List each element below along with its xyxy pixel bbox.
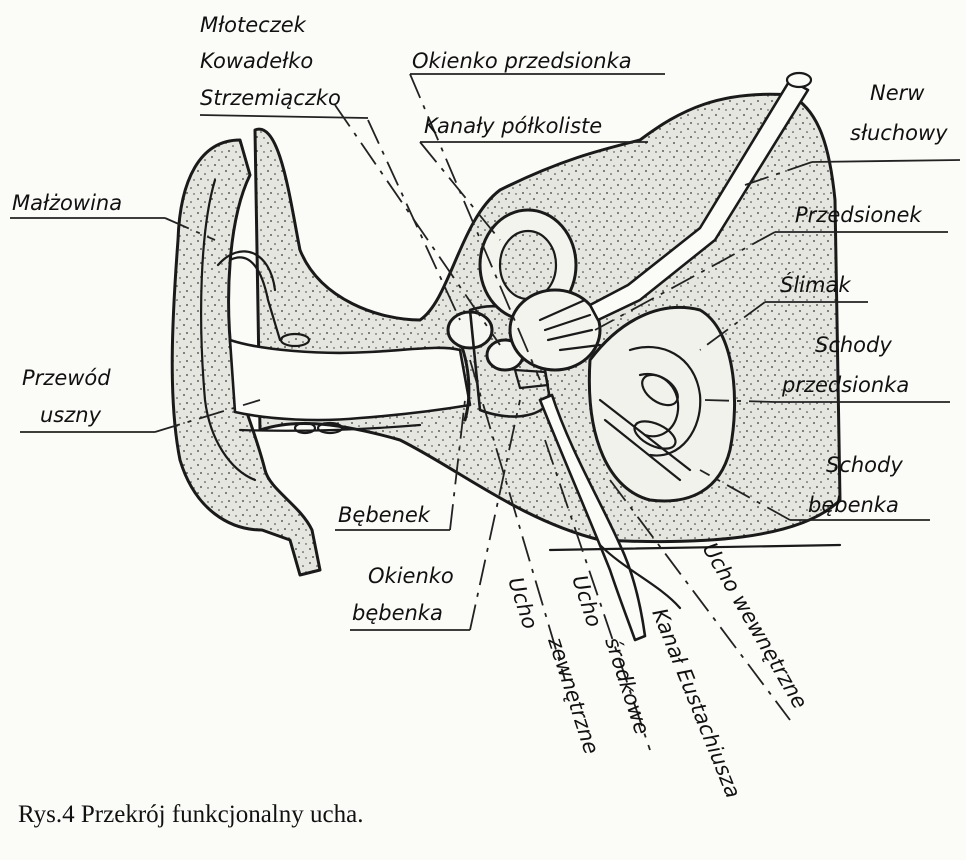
label-kanal-eustachiusza: Kanał Eustachiusza xyxy=(647,605,745,801)
label-okienko-bebenka-1: Okienko xyxy=(368,564,454,588)
label-malzowina: Małżowina xyxy=(12,191,122,215)
label-ucho-srodkowe-2: środkowe xyxy=(600,634,654,737)
label-ucho-wewnetrzne: Ucho wewnętrzne xyxy=(698,539,812,713)
label-przedsionek: Przedsionek xyxy=(795,203,922,227)
label-schody-przedsionka-2: przedsionka xyxy=(781,373,909,397)
label-schody-przedsionka-1: Schody xyxy=(815,333,892,357)
label-bebenek: Bębenek xyxy=(338,503,431,527)
inner-base-line xyxy=(550,545,840,550)
figure-caption: Rys.4 Przekrój funkcjonalny ucha. xyxy=(18,801,363,828)
label-schody-bebenka-2: bębenka xyxy=(808,493,899,517)
label-schody-bebenka-1: Schody xyxy=(826,453,903,477)
label-przewod-1: Przewód xyxy=(22,366,111,390)
ear-canal xyxy=(230,340,470,420)
label-okienko-przedsionka: Okienko przedsionka xyxy=(412,49,632,73)
label-nerw-2: słuchowy xyxy=(850,121,948,145)
label-okienko-bebenka-2: bębenka xyxy=(352,601,443,625)
ear-drawing xyxy=(172,73,840,640)
label-strzemiaczko: Strzemiączko xyxy=(200,86,341,110)
leader-nerw xyxy=(812,160,960,162)
vestibule xyxy=(510,290,600,370)
label-kanaly-polkoliste: Kanały półkoliste xyxy=(424,114,602,138)
semicircular-canal-inner xyxy=(500,231,556,299)
label-przewod-2: uszny xyxy=(40,403,102,427)
label-ucho-srodkowe-1: Ucho xyxy=(567,572,606,630)
label-kowadelko: Kowadełko xyxy=(200,49,313,73)
label-mloteczek: Młoteczek xyxy=(200,13,307,37)
label-nerw-1: Nerw xyxy=(870,81,925,105)
pointer-kanaly xyxy=(420,142,500,240)
nerve-end xyxy=(787,73,811,87)
label-slimak: Ślimak xyxy=(780,272,851,297)
label-ucho-zewnetrzne-2: zewnętrzne xyxy=(543,633,604,757)
